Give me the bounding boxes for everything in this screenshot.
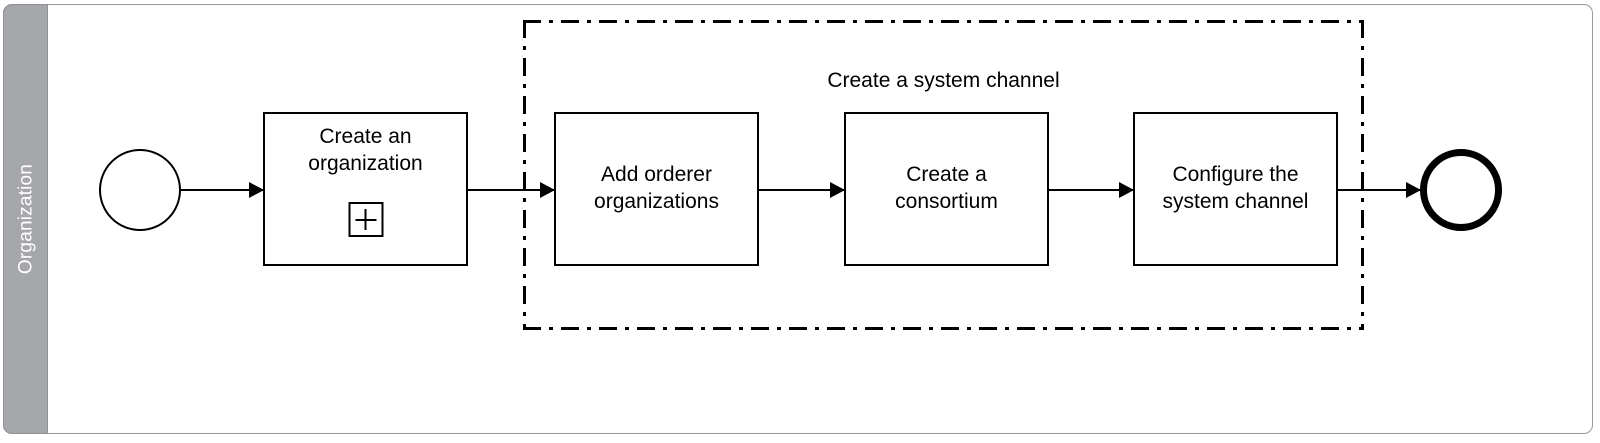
group-border-right <box>1361 20 1364 330</box>
arrowhead-icon <box>1119 182 1134 198</box>
arrowhead-icon <box>249 182 264 198</box>
task-label: Create a consortium <box>895 163 998 213</box>
task-add-orderer-organizations[interactable]: Add orderer organizations <box>554 112 759 266</box>
group-label: Create a system channel <box>827 69 1060 92</box>
arrowhead-icon <box>830 182 845 198</box>
start-event[interactable] <box>99 149 181 231</box>
end-event[interactable] <box>1420 149 1502 231</box>
arrowhead-icon <box>540 182 555 198</box>
task-label: Create an organization <box>308 125 423 175</box>
task-create-a-consortium[interactable]: Create a consortium <box>844 112 1049 266</box>
lane-label: Organization <box>15 163 36 275</box>
plus-icon[interactable] <box>348 202 383 237</box>
lane-header-organization: Organization <box>3 4 48 434</box>
task-label: Configure the system channel <box>1162 163 1309 213</box>
flow-add-orderer-organizations-to-create-a-consortium <box>759 182 845 198</box>
group-border-left <box>523 20 526 330</box>
flow-start-to-create-an-organization <box>181 182 264 198</box>
flow-configure-the-system-channel-to-end-event <box>1338 182 1421 198</box>
flow-create-a-consortium-to-configure-the-system-channel <box>1049 182 1134 198</box>
arrowhead-icon <box>1406 182 1421 198</box>
flow-create-an-organization-to-add-orderer-organizations <box>468 182 555 198</box>
group-border-bottom <box>523 327 1364 330</box>
group-border-top <box>523 20 1364 23</box>
task-configure-the-system-channel[interactable]: Configure the system channel <box>1133 112 1338 266</box>
task-create-an-organization[interactable]: Create an organization <box>263 112 468 266</box>
task-label: Add orderer organizations <box>594 163 719 213</box>
group-create-a-system-channel: Create a system channel <box>523 20 1364 330</box>
